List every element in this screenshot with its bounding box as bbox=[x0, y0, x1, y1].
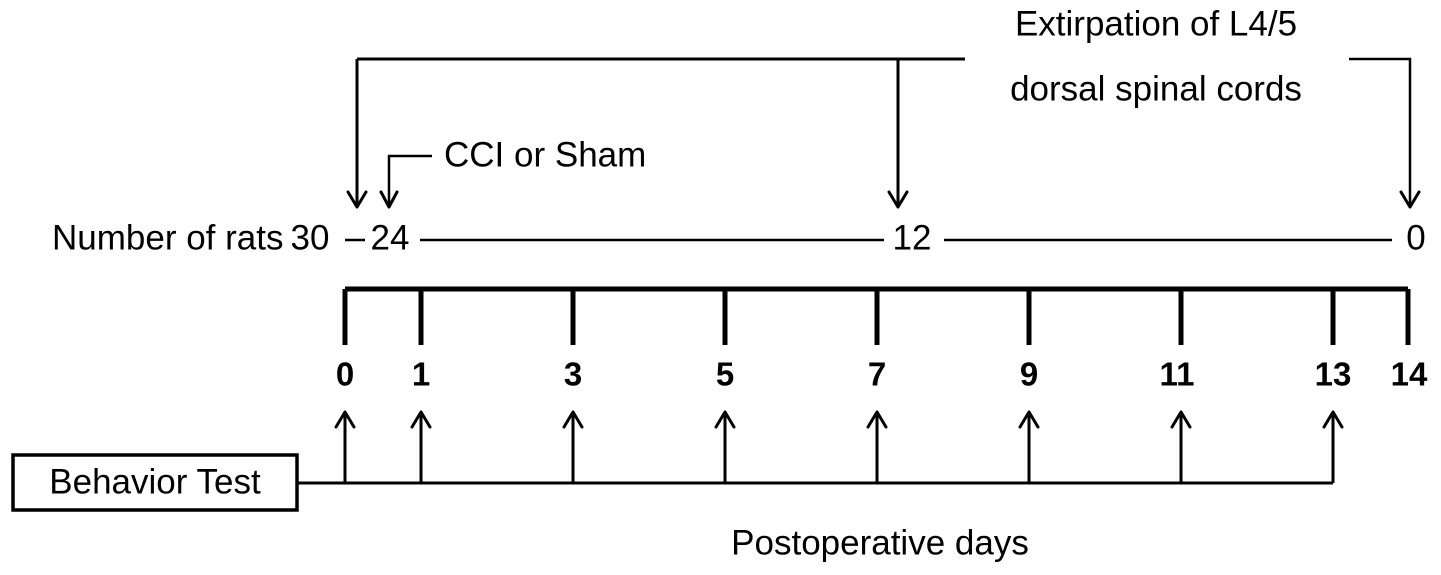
tick-label-0: 0 bbox=[336, 356, 354, 393]
tick-label-7: 7 bbox=[868, 356, 886, 393]
extirpation-annotation-line1: Extirpation of L4/5 bbox=[1015, 4, 1297, 43]
arrow-up-day-11 bbox=[1170, 410, 1192, 429]
timeline-axis bbox=[342, 286, 1411, 345]
rat-count-24: 24 bbox=[371, 218, 410, 257]
behavior-test-box[interactable] bbox=[11, 453, 299, 512]
axis-tick-marks bbox=[342, 289, 1411, 345]
arrow-up-day-0 bbox=[334, 410, 356, 429]
arrow-up-day-9 bbox=[1018, 410, 1040, 429]
axis-tick-labels: 0 1 3 5 7 9 11 13 14 bbox=[336, 356, 1428, 393]
number-of-rats-label: Number of rats bbox=[52, 218, 283, 257]
rat-count-30: 30 bbox=[291, 218, 330, 257]
behavior-test-connector bbox=[297, 410, 1344, 485]
arrow-up-day-3 bbox=[562, 410, 584, 429]
tick-label-13: 13 bbox=[1315, 356, 1352, 393]
cohort-bracket-24-to-12 bbox=[346, 57, 965, 209]
tick-label-3: 3 bbox=[564, 356, 582, 393]
arrow-down-to-24 bbox=[346, 190, 368, 209]
extirpation-elbow-line bbox=[1349, 57, 1412, 205]
tick-label-9: 9 bbox=[1020, 356, 1038, 393]
extirpation-annotation-connector bbox=[1349, 57, 1421, 209]
cci-annotation-connector bbox=[379, 154, 432, 209]
tick-label-1: 1 bbox=[412, 356, 430, 393]
tick-label-11: 11 bbox=[1160, 356, 1195, 393]
arrow-up-day-13 bbox=[1322, 410, 1344, 429]
cci-annotation-label: CCI or Sham bbox=[444, 135, 646, 174]
arrow-up-day-5 bbox=[714, 410, 736, 429]
cci-elbow-line bbox=[387, 154, 432, 205]
tick-label-5: 5 bbox=[716, 356, 734, 393]
arrow-down-to-0 bbox=[1399, 190, 1421, 209]
figure-caption: Postoperative days bbox=[731, 523, 1029, 562]
behavior-test-label: Behavior Test bbox=[49, 462, 261, 501]
rat-count-0: 0 bbox=[1406, 218, 1425, 257]
rat-count-12: 12 bbox=[893, 218, 932, 257]
tick-label-14: 14 bbox=[1391, 356, 1428, 393]
arrow-up-day-7 bbox=[866, 410, 888, 429]
arrow-down-to-12 bbox=[887, 190, 909, 209]
arrow-up-day-1 bbox=[410, 410, 432, 429]
arrow-down-cci bbox=[379, 190, 399, 209]
extirpation-annotation-line2: dorsal spinal cords bbox=[1010, 69, 1302, 108]
